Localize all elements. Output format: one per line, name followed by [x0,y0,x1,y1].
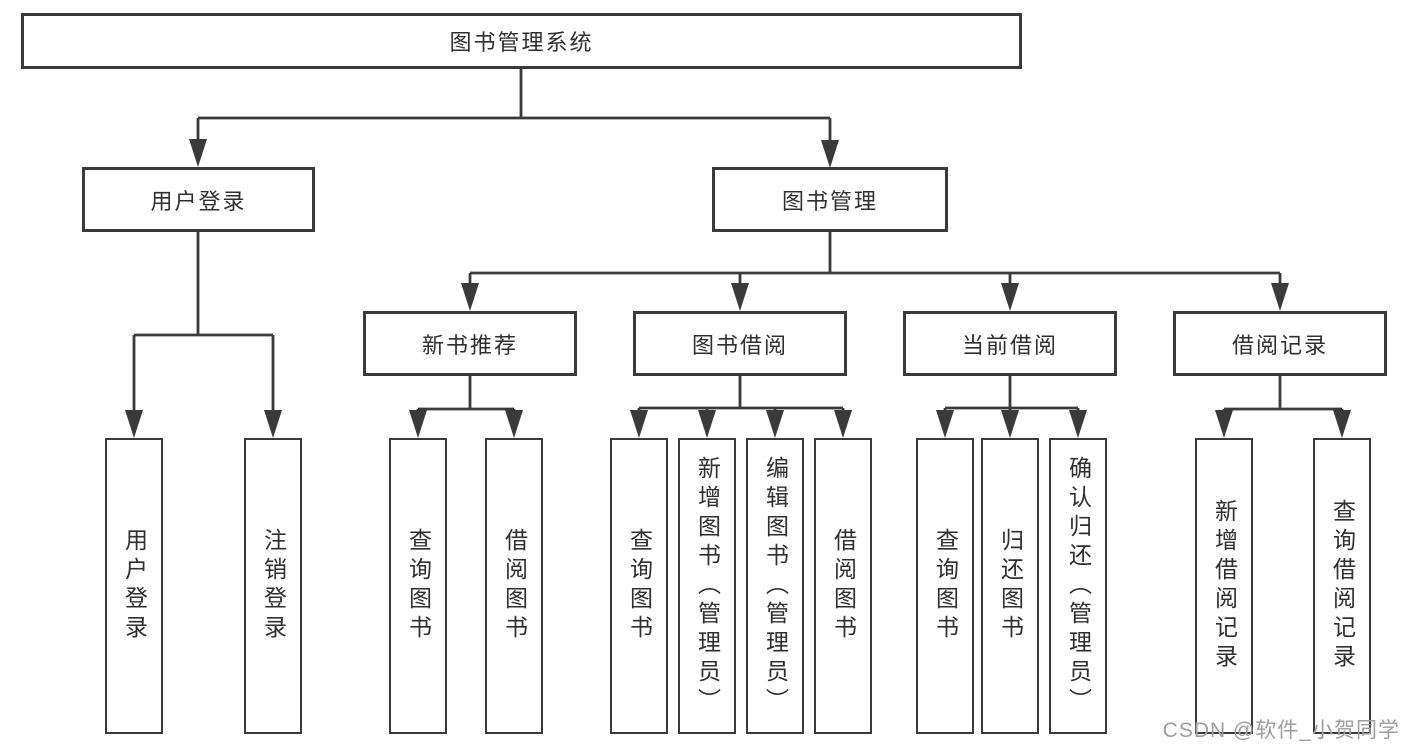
leaf-label: 归还图书 [997,528,1024,644]
leaf-query-borrow-record: 查询借阅记录 [1313,438,1371,734]
node-label: 当前借阅 [961,332,1058,358]
leaf-label: 借阅图书 [501,528,528,644]
node-book-borrow: 图书借阅 [633,311,847,376]
leaf-return-books: 归还图书 [981,438,1039,734]
leaf-label: 查询图书 [932,528,959,644]
leaf-label: 查询图书 [626,528,653,644]
node-label: 图书管理 [781,188,878,214]
leaf-edit-books-admin: 编辑图书（管理员） [746,438,804,734]
leaf-query-books-recommend: 查询图书 [389,438,447,734]
node-label: 借阅记录 [1231,332,1328,358]
node-current-borrow: 当前借阅 [903,311,1117,376]
leaf-borrow-books: 借阅图书 [814,438,872,734]
node-label: 新书推荐 [421,332,518,358]
leaf-label: 确认归还（管理员） [1065,455,1092,717]
node-label: 图书借阅 [691,332,788,358]
node-new-book-recommend: 新书推荐 [363,311,577,376]
node-user-login: 用户登录 [82,167,315,232]
leaf-label: 注销登录 [260,528,287,644]
leaf-add-borrow-record: 新增借阅记录 [1195,438,1253,734]
leaf-label: 新增图书（管理员） [694,455,721,717]
node-book-management: 图书管理 [712,167,948,232]
leaf-user-login: 用户登录 [105,438,163,734]
leaf-add-books-admin: 新增图书（管理员） [678,438,736,734]
node-label: 用户登录 [150,188,247,214]
leaf-borrow-books-recommend: 借阅图书 [485,438,543,734]
leaf-query-books-borrow: 查询图书 [610,438,668,734]
leaf-label: 借阅图书 [830,528,857,644]
leaf-label: 查询借阅记录 [1329,499,1356,673]
leaf-confirm-return-admin: 确认归还（管理员） [1049,438,1107,734]
node-library-management-system: 图书管理系统 [21,13,1022,69]
node-borrow-records: 借阅记录 [1173,311,1387,376]
leaf-query-books-current: 查询图书 [916,438,974,734]
leaf-label: 用户登录 [121,528,148,644]
node-label: 图书管理系统 [449,30,594,55]
leaf-label: 编辑图书（管理员） [762,455,789,717]
leaf-label: 查询图书 [405,528,432,644]
csdn-watermark: CSDN @软件_小贺同学 [1162,719,1400,742]
leaf-logout: 注销登录 [244,438,302,734]
leaf-label: 新增借阅记录 [1211,499,1238,673]
